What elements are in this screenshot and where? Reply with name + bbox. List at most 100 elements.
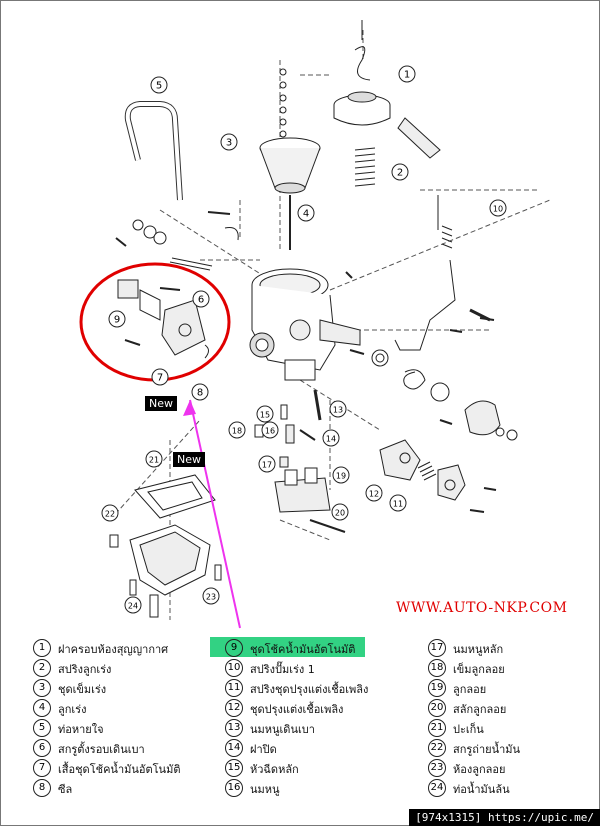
callout-circle [256,405,274,423]
legend-label: เสื้อชุดโช้คน้ำมันอัตโนมัติ [58,763,181,776]
callout-number: 12 [369,490,379,499]
callout-circle [228,421,246,439]
callout-circle [220,133,238,151]
callout-number: 8 [197,388,203,399]
callout-number: 20 [335,509,345,518]
callout-number: 14 [326,435,336,444]
callout-circle [398,65,416,83]
legend-label: ชุดโช้คน้ำมันอัตโนมัติ [250,643,356,656]
legend-label: ท่อน้ำมันล้น [453,783,510,796]
callout-number: 21 [149,456,159,465]
legend-item: 15 หัวฉีดหลัก [225,758,415,778]
callout-circle [389,494,407,512]
legend-number: 2 [33,659,51,677]
legend-number: 12 [225,699,243,717]
callout-circle [108,310,126,328]
legend-label: นมหนูหลัก [453,643,504,656]
legend-number: 4 [33,699,51,717]
callout-circle [258,455,276,473]
callout-number: 5 [156,81,162,92]
legend-number: 8 [33,779,51,797]
callout-circle [261,421,279,439]
legend-label: ห้องลูกลอย [453,763,506,776]
legend-label: สกรูตั้งรอบเดินเบา [58,743,145,756]
legend-number: 17 [428,639,446,657]
legend-label: ชุดปรุงแต่งเชื้อเพลิง [250,703,344,716]
callout-circle [192,290,210,308]
callout-circle [151,368,169,386]
legend-label: ซีล [58,783,73,796]
legend-number: 21 [428,719,446,737]
legend-item: 11 สปริงชุดปรุงแต่งเชื้อเพลิง [225,678,415,698]
pointer-arrow [189,399,241,629]
callout-circle [297,204,315,222]
legend-label: นมหนูเดินเบา [250,723,315,736]
gasket-part [134,474,216,519]
highlight-box [210,637,365,657]
float-chamber-part [109,524,222,618]
callout-number: 10 [493,205,503,214]
callout-number: 19 [336,472,346,481]
legend-label: ฝาครอบห้องสุญญากาศ [58,643,169,656]
callout-circle [391,163,409,181]
legend-number: 5 [33,719,51,737]
callout-number: 23 [206,593,216,602]
legend-number: 13 [225,719,243,737]
callout-circle [150,76,168,94]
callout-number: 24 [128,602,138,611]
jets-part [254,389,322,468]
new-badge: New [173,452,205,467]
legend-number: 16 [225,779,243,797]
callout-number: 2 [397,168,403,179]
legend-label: เข็มลูกลอย [453,663,505,676]
callout-number: 22 [105,510,115,519]
callout-number: 16 [265,427,275,436]
callout-number: 17 [262,461,272,470]
callout-number: 11 [393,500,403,509]
callout-circle [332,466,350,484]
legend-label: ลูกเร่ง [58,703,87,716]
new-badge: New [145,396,177,411]
legend-number: 15 [225,759,243,777]
callout-number: 15 [260,411,270,420]
callout-circle [101,504,119,522]
callout-circle [329,400,347,418]
callout-number: 13 [333,406,343,415]
callout-circle [489,199,507,217]
legend-label: หัวฉีดหลัก [250,763,299,776]
legend-label: สปริงลูกเร่ง [58,663,112,676]
vacuum-chamber-cover-part [333,20,441,159]
legend-number: 19 [428,679,446,697]
legend-number: 22 [428,739,446,757]
legend-label: สปริงชุดปรุงแต่งเชื้อเพลิง [250,683,369,696]
legend-number: 11 [225,679,243,697]
callout-number: 6 [198,295,204,306]
legend-label: สลักลูกลอย [453,703,507,716]
auto-choke-part [117,279,209,359]
legend-number: 20 [428,699,446,717]
legend-item: 20 สลักลูกลอย [428,698,600,718]
callout-number: 7 [157,373,163,384]
legend-label: สปริงปั๊มเร่ง 1 [250,663,315,676]
legend-item: 12 ชุดปรุงแต่งเชื้อเพลิง [225,698,415,718]
enrichment-set-part [379,439,466,501]
legend-item: 4 ลูกเร่ง [33,698,223,718]
callout-number: 1 [404,70,410,81]
callout-number: 4 [303,209,309,220]
callout-circle [331,503,349,521]
legend-item: 13 นมหนูเดินเบา [225,718,415,738]
legend-number: 9 [225,639,243,657]
legend-item: 2 สปริงลูกเร่ง [33,658,223,678]
